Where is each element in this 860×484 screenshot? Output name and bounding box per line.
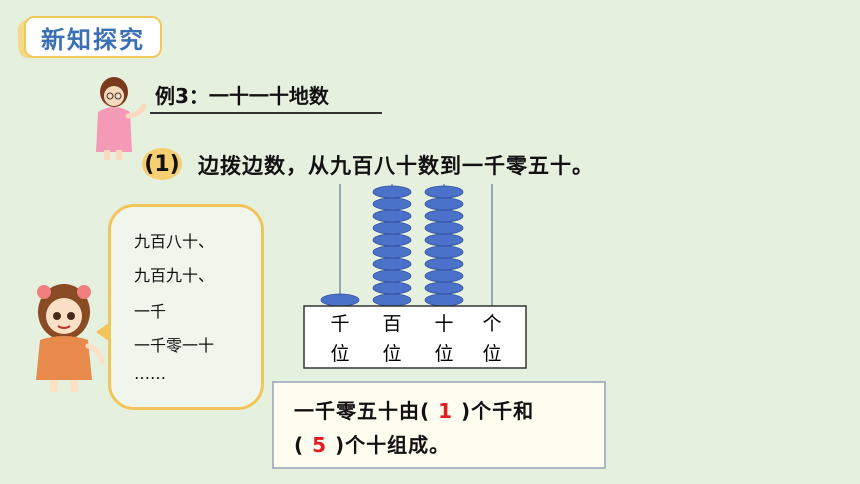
speech-line-3: 一千 (134, 302, 167, 321)
abacus-bead[interactable] (424, 257, 464, 271)
abacus-bead[interactable] (372, 269, 412, 283)
label-tens-top: 十 (434, 313, 453, 335)
speech-bubble (108, 204, 264, 410)
girl-illustration (36, 284, 105, 392)
result-line1-pre: 一千零五十由( (294, 399, 431, 423)
abacus: 千 百 十 个 位 位 位 位 (303, 184, 527, 369)
result-line-1: 一千零五十由( 1 )个千和 (294, 395, 534, 424)
abacus-bead[interactable] (424, 209, 464, 223)
answer-tens[interactable]: 5 (312, 433, 328, 457)
speech-line-1: 九百八十、 (134, 232, 215, 251)
label-ones-bottom: 位 (482, 343, 501, 365)
abacus-bead[interactable] (372, 233, 412, 247)
speech-tail (96, 322, 110, 342)
speech-line-5: …… (134, 364, 166, 383)
abacus-bead[interactable] (424, 197, 464, 211)
result-box: 一千零五十由( 1 )个千和 ( 5 )个十组成。 (272, 381, 606, 469)
abacus-bead[interactable] (424, 269, 464, 283)
label-hundreds-top: 百 (382, 313, 401, 335)
abacus-bead[interactable] (372, 221, 412, 235)
label-tens-bottom: 位 (434, 343, 453, 365)
label-thousands-bottom: 位 (330, 343, 349, 365)
abacus-bead[interactable] (372, 197, 412, 211)
label-thousands-top: 千 (330, 313, 349, 335)
result-line-2: ( 5 )个十组成。 (294, 429, 450, 458)
abacus-frame (303, 305, 527, 369)
label-hundreds-bottom: 位 (382, 343, 401, 365)
example-title: 例3：一十一十地数 (155, 84, 329, 108)
abacus-bead[interactable] (424, 245, 464, 259)
result-line1-post: )个千和 (461, 399, 535, 423)
teacher-illustration (96, 77, 147, 160)
speech-line-2: 九百九十、 (134, 266, 215, 285)
abacus-bead[interactable] (424, 281, 464, 295)
abacus-bead[interactable] (424, 185, 464, 199)
result-line2-post: )个十组成。 (335, 433, 451, 457)
speech-line-4: 一千零一十 (134, 336, 215, 355)
abacus-bead[interactable] (372, 185, 412, 199)
abacus-bead-thousands[interactable] (320, 293, 360, 307)
question-number: (1) (142, 148, 182, 180)
abacus-bead[interactable] (372, 209, 412, 223)
example-underline (150, 112, 382, 114)
abacus-bead[interactable] (372, 245, 412, 259)
answer-thousands[interactable]: 1 (438, 399, 454, 423)
section-tag: 新知探究 (17, 14, 162, 59)
abacus-bead[interactable] (372, 257, 412, 271)
tag-label: 新知探究 (41, 25, 145, 54)
label-ones-top: 个 (482, 313, 501, 335)
abacus-bead[interactable] (424, 233, 464, 247)
abacus-bead[interactable] (372, 281, 412, 295)
abacus-bead[interactable] (424, 293, 464, 307)
abacus-bead[interactable] (424, 221, 464, 235)
abacus-bead[interactable] (372, 293, 412, 307)
question-text: 边拨边数，从九百八十数到一千零五十。 (198, 154, 594, 178)
result-line2-pre: ( (294, 433, 305, 457)
tag-box: 新知探究 (24, 16, 162, 58)
